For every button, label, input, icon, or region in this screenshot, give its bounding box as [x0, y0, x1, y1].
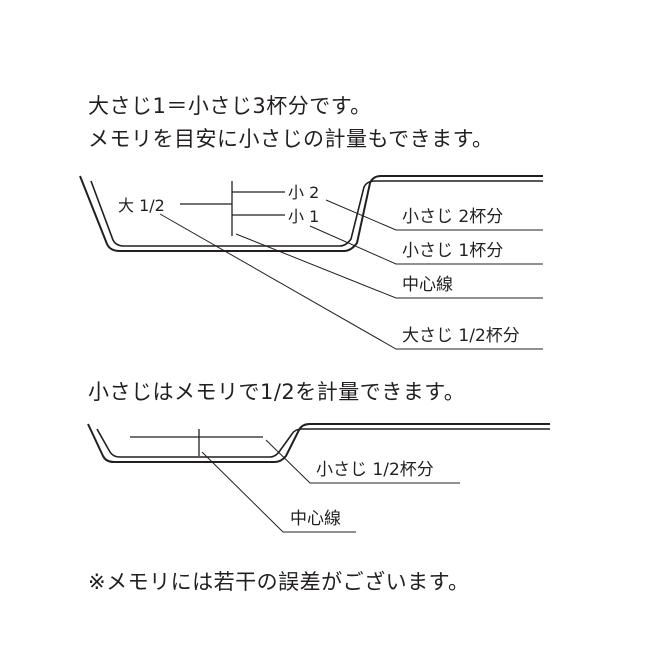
label-small-half: 小さじ 1/2杯分	[316, 460, 434, 480]
label-center-large: 中心線	[402, 275, 453, 295]
intro-line-2: メモリを目安に小さじの計量もできます。	[88, 127, 494, 151]
large-spoon-leaders	[159, 199, 543, 350]
small-spoon-outer-outline	[87, 423, 550, 463]
large-spoon-cross-section	[79, 175, 543, 252]
mark-label-small2: 小 2	[288, 183, 319, 202]
leader-center-small	[201, 451, 356, 533]
small-spoon-caption: 小さじはメモリで1/2を計量できます。	[88, 380, 466, 404]
large-spoon-inner-outline	[90, 180, 543, 247]
label-small1: 小さじ 1杯分	[402, 241, 503, 261]
small-spoon-inner-outline	[96, 428, 550, 458]
label-large-half: 大さじ 1/2杯分	[402, 326, 520, 346]
small-spoon-cross-section	[87, 423, 550, 463]
large-spoon-marks	[180, 181, 285, 236]
label-small2: 小さじ 2杯分	[402, 207, 503, 227]
label-center-small: 中心線	[290, 509, 341, 529]
leader-small2	[325, 199, 543, 231]
leader-large-half	[159, 213, 543, 350]
leader-small1	[309, 225, 543, 265]
small-spoon-marks	[130, 429, 263, 456]
intro-line-1: 大さじ1＝小さじ3杯分です。	[88, 94, 372, 118]
mark-label-small1: 小 1	[288, 207, 319, 226]
small-spoon-leaders	[201, 439, 460, 533]
leader-small-half	[265, 439, 460, 484]
mark-label-large-half: 大 1/2	[118, 196, 165, 215]
large-spoon-outer-outline	[79, 175, 543, 252]
leader-center-large	[235, 233, 543, 299]
accuracy-note: ※メモリには若干の誤差がございます。	[88, 570, 470, 594]
